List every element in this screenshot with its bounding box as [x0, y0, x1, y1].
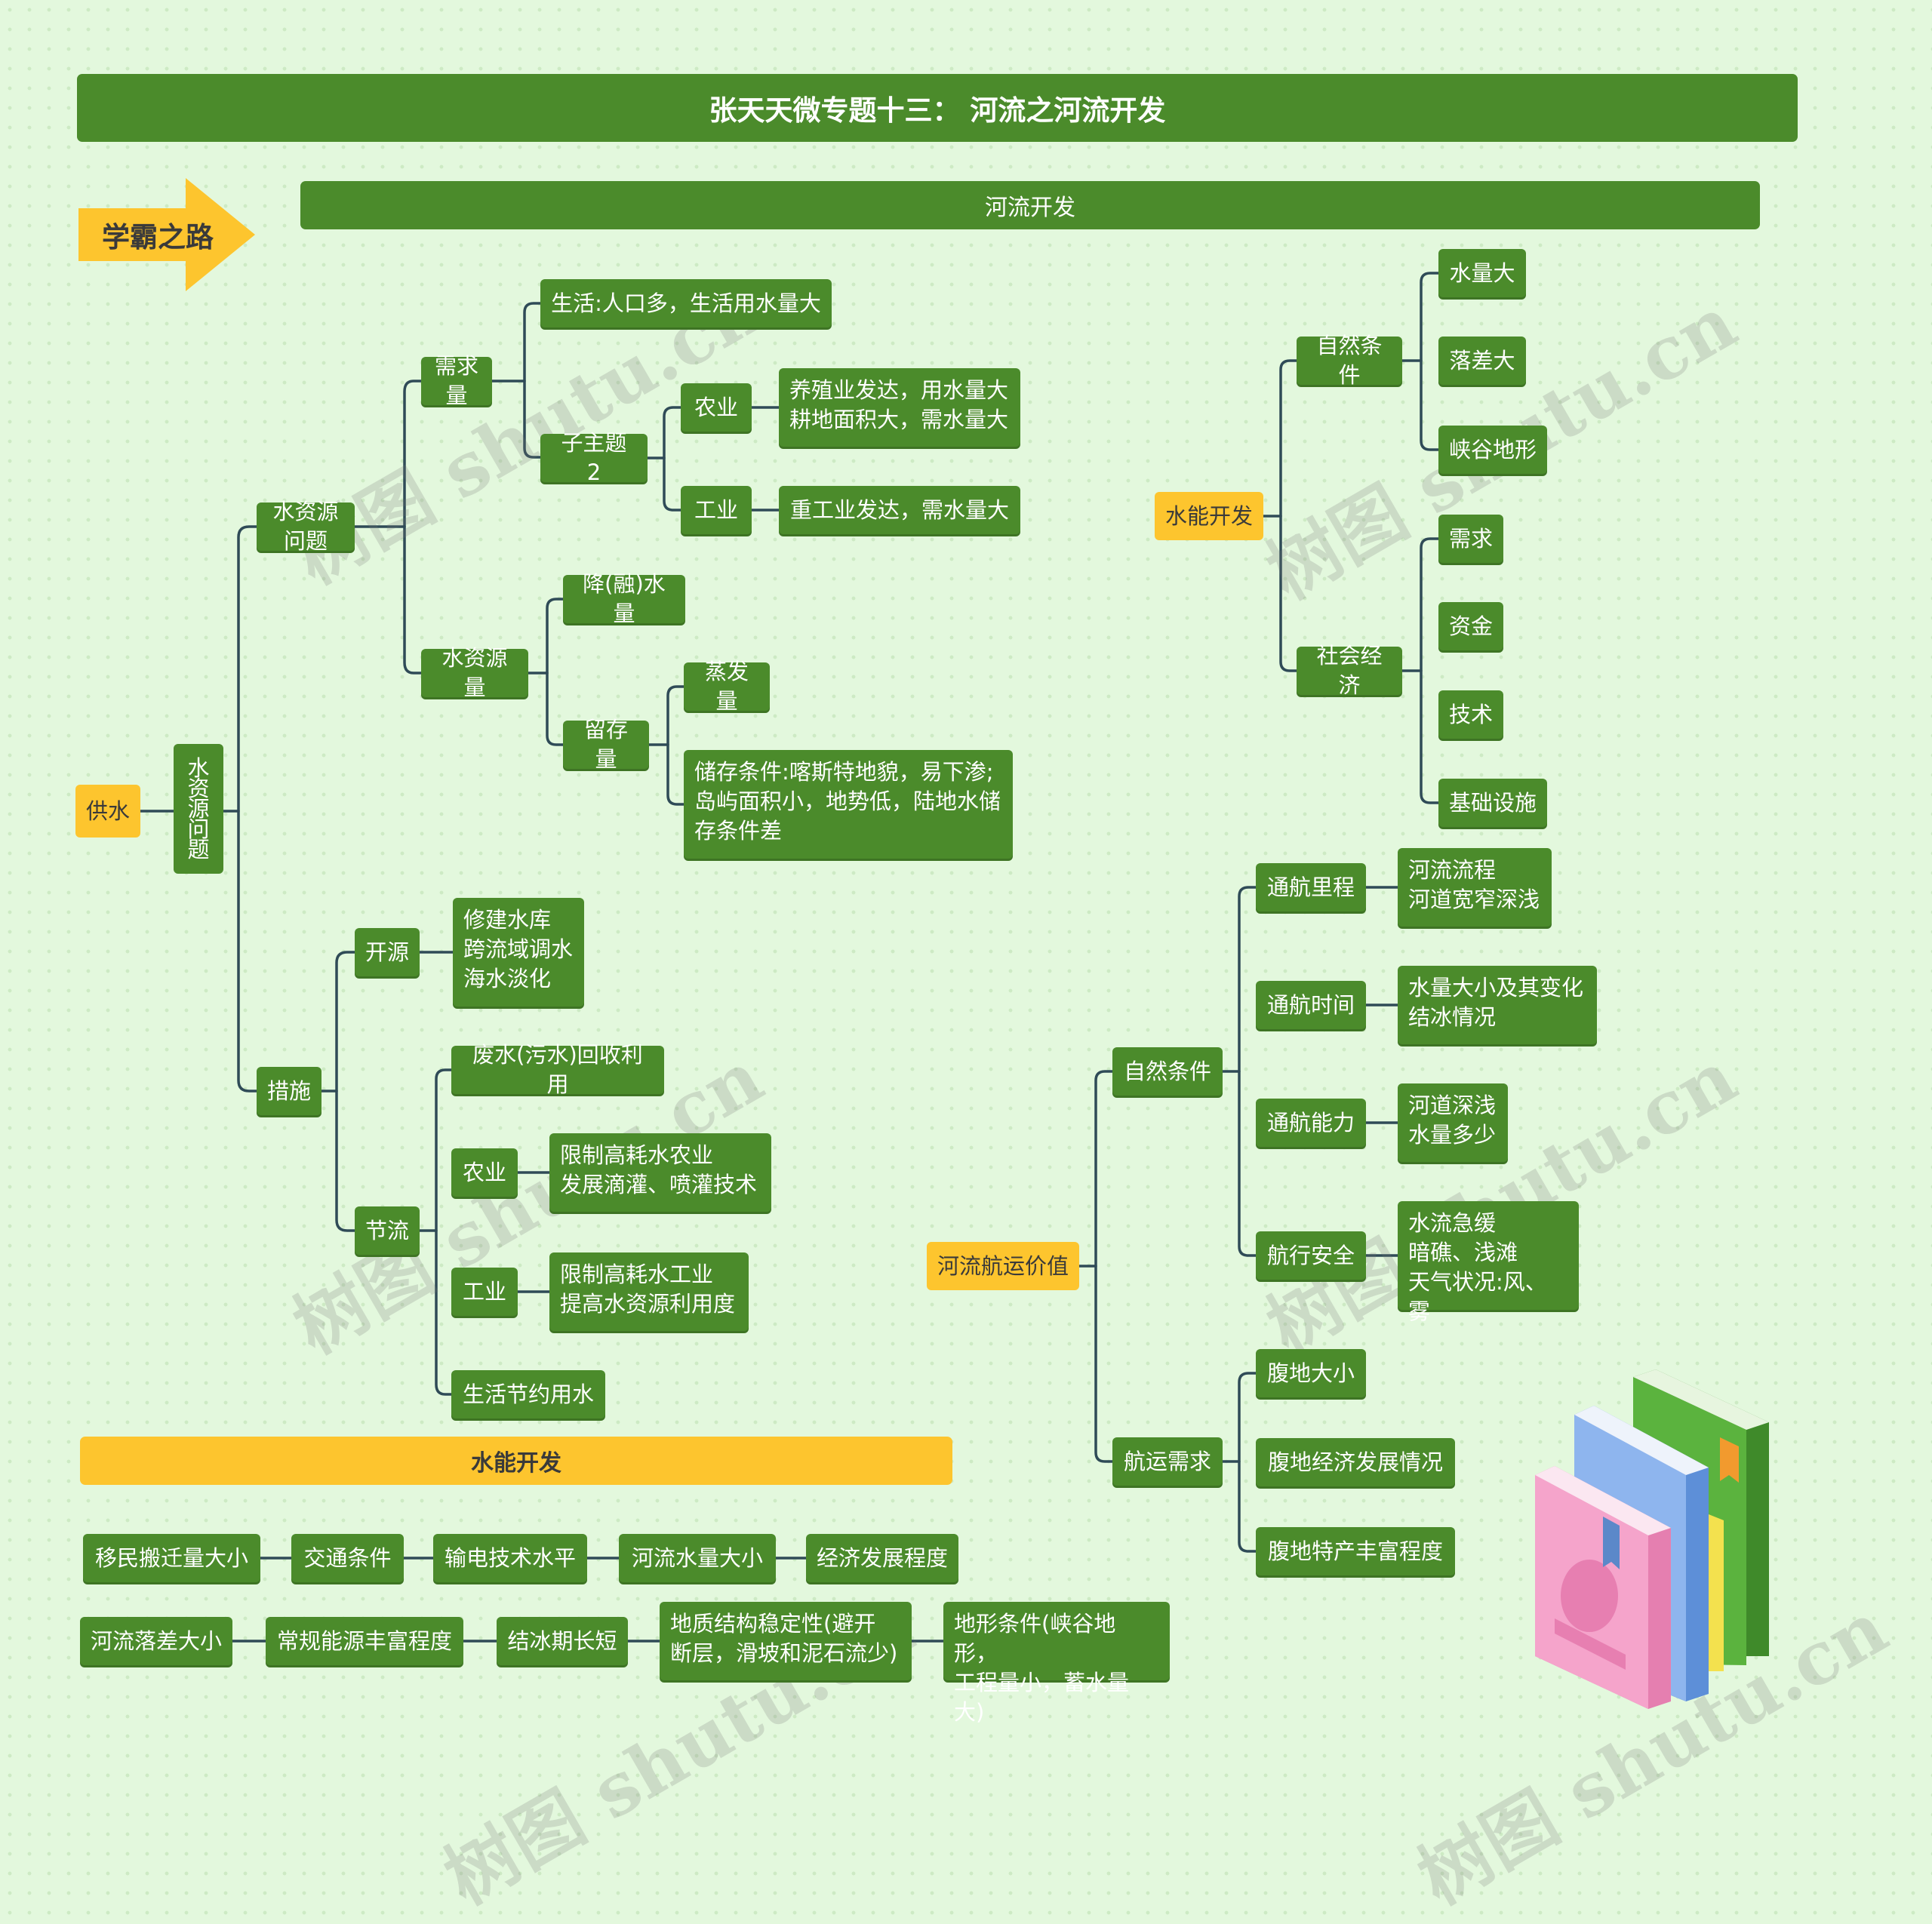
title-bar: 张天天微专题十三： 河流之河流开发: [77, 74, 1798, 142]
factor-item: 移民搬迁量大小: [83, 1534, 260, 1582]
node-shipping-demand-item: 腹地特产丰富程度: [1256, 1527, 1455, 1575]
factor-item: 河流水量大小: [619, 1534, 776, 1582]
node-shipping-demand: 航运需求: [1112, 1437, 1223, 1486]
node-ind-measure-detail: 限制高耗水工业 提高水资源利用度: [549, 1252, 749, 1331]
node-shipping-demand-item: 腹地经济发展情况: [1256, 1438, 1455, 1486]
node-evaporation: 蒸发量: [684, 659, 770, 714]
factors-bar: 水能开发: [80, 1437, 952, 1485]
node-shipping-natural: 自然条件: [1112, 1047, 1223, 1096]
section-bar-label: 河流开发: [985, 195, 1075, 221]
node-hydro-social-item: 技术: [1438, 690, 1503, 739]
node-open-source: 开源: [355, 928, 420, 976]
node-shipping-item: 通航里程: [1256, 863, 1366, 911]
arrow-shape: [78, 178, 255, 291]
node-storage-conditions: 储存条件:喀斯特地貌，易下渗; 岛屿面积小，地势低，陆地水储 存条件差: [684, 750, 1013, 859]
node-precipitation: 降(融)水量: [563, 571, 685, 626]
node-waste-water: 废水(污水)回收利用: [451, 1042, 664, 1097]
node-hydro-natural-item: 水量大: [1438, 249, 1526, 297]
section-bar: 河流开发: [300, 181, 1760, 229]
node-measures: 措施: [257, 1067, 321, 1115]
factor-item: 河流落差大小: [80, 1617, 232, 1665]
factor-item: 结冰期长短: [497, 1617, 628, 1665]
node-shipping-item: 通航能力: [1256, 1099, 1366, 1147]
factor-item: 地质结构稳定性(避开 断层，滑坡和泥石流少): [660, 1602, 912, 1680]
node-shipping-item: 航行安全: [1256, 1231, 1366, 1280]
node-hydro-natural: 自然条件: [1297, 333, 1402, 388]
factor-item: 地形条件(峡谷地形， 工程量小，蓄水量大): [943, 1602, 1170, 1725]
page-title: 张天天微专题十三： 河流之河流开发: [709, 94, 1166, 127]
node-water-problem: 水资源问题: [257, 499, 355, 554]
factor-item: 经济发展程度: [806, 1534, 958, 1582]
node-water-supply-root: 供水: [75, 785, 140, 838]
pink-book: [1535, 1466, 1671, 1709]
node-hydro-social-item: 基础设施: [1438, 779, 1547, 827]
watermark: 树图 shutu.cn: [1253, 1034, 1750, 1371]
node-hydro-social: 社会经济: [1297, 643, 1402, 698]
node-shipping-item: 通航时间: [1256, 981, 1366, 1029]
node-save-water: 节流: [355, 1206, 420, 1255]
node-shipping-item-detail: 河道深浅 水量多少: [1398, 1083, 1508, 1162]
node-shipping-root: 河流航运价值: [927, 1242, 1079, 1290]
factor-item: 输电技术水平: [433, 1534, 587, 1582]
arrow-badge: 学霸之路: [78, 178, 255, 291]
node-shipping-demand-item: 腹地大小: [1256, 1349, 1366, 1397]
factor-item: 常规能源丰富程度: [266, 1617, 463, 1665]
node-open-source-detail: 修建水库 跨流域调水 海水淡化: [453, 898, 584, 1007]
node-retention: 留存量: [563, 717, 649, 772]
books-illustration: [1535, 1369, 1769, 1709]
node-life-demand: 生活:人口多，生活用水量大: [540, 279, 832, 327]
node-ind-demand-detail: 重工业发达，需水量大: [779, 486, 1020, 534]
factors-bar-label: 水能开发: [471, 1450, 561, 1477]
node-agri-demand: 农业: [681, 383, 752, 432]
node-agri-demand-detail: 养殖业发达，用水量大 耕地面积大，需水量大: [779, 368, 1020, 447]
node-agri-measure-detail: 限制高耗水农业 发展滴灌、喷灌技术: [549, 1133, 771, 1212]
node-hydro-root: 水能开发: [1155, 492, 1263, 540]
node-shipping-item-detail: 水流急缓 暗礁、浅滩 天气状况:风、雾: [1398, 1201, 1579, 1324]
node-hydro-natural-item: 落差大: [1438, 337, 1526, 385]
arrow-label: 学霸之路: [102, 221, 214, 254]
node-agri-measure: 农业: [451, 1148, 518, 1197]
node-water-problem-vertical: 水资源问题: [174, 744, 223, 874]
node-water-resource: 水资源量: [421, 645, 528, 700]
node-hydro-natural-item: 峡谷地形: [1438, 426, 1547, 474]
node-life-saving: 生活节约用水: [451, 1370, 605, 1418]
factor-item: 交通条件: [291, 1534, 404, 1582]
node-hydro-social-item: 需求: [1438, 515, 1503, 563]
node-ind-measure: 工业: [451, 1268, 518, 1316]
node-shipping-item-detail: 河流流程 河道宽窄深浅: [1398, 848, 1552, 927]
node-demand: 需求量: [421, 353, 492, 408]
node-hydro-social-item: 资金: [1438, 602, 1503, 650]
node-shipping-item-detail: 水量大小及其变化 结冰情况: [1398, 966, 1597, 1044]
node-subtopic-2: 子主题 2: [540, 430, 648, 485]
node-ind-demand: 工业: [681, 486, 752, 534]
